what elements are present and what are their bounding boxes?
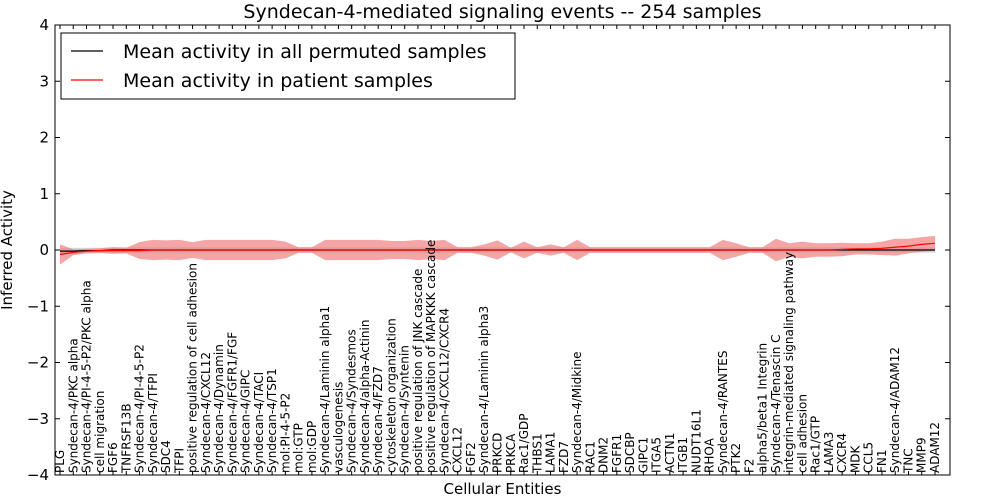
x-tick-label: LAMA1: [544, 432, 558, 473]
x-tick-label: Syndecan-4/Dynamin: [212, 344, 226, 473]
x-tick-label: Syndecan-4/TSP1: [265, 368, 279, 473]
x-tick-label: F2: [742, 458, 756, 473]
x-tick-label: CCL5: [862, 442, 876, 473]
x-tick-label: DNM2: [597, 437, 611, 473]
x-tick-label: Syndecan-4/PI-4-5-P2/PKC alpha: [80, 280, 94, 473]
x-tick-label: Syndecan-4/FZD7: [371, 366, 385, 473]
x-tick-label: FGF2: [464, 442, 478, 473]
x-tick-label: PRKCD: [491, 433, 505, 473]
x-tick-label: Syndecan-4/Laminin alpha1: [318, 306, 332, 473]
series-1-line: [59, 242, 936, 256]
y-tick-label: −3: [27, 410, 49, 428]
x-tick-label: Rac1/GTP: [809, 416, 823, 473]
x-tick-label: Syndecan-4/alpha-Actinin: [358, 320, 372, 473]
y-tick-label: −1: [27, 297, 49, 315]
x-tick-label: ITGA5: [650, 437, 664, 473]
x-tick-label: mol:PI-4-5-P2: [278, 393, 292, 473]
x-tick-label: RHOA: [703, 437, 717, 473]
y-tick-label: 4: [39, 16, 49, 34]
y-tick-label: −2: [27, 354, 49, 372]
x-tick-label: Syndecan-4/TFPI: [146, 373, 160, 473]
y-tick-label: 0: [39, 241, 49, 259]
x-tick-label: SDC4: [159, 440, 173, 473]
x-tick-label: MMP9: [915, 437, 929, 473]
legend-label-permuted: Mean activity in all permuted samples: [123, 41, 486, 63]
chart-title: Syndecan-4-mediated signaling events -- …: [243, 1, 761, 23]
x-axis-label: Cellular Entities: [444, 480, 562, 498]
x-tick-label: positive regulation of MAPKKK cascade: [424, 240, 438, 473]
x-tick-label: TNC: [902, 448, 916, 474]
x-tick-label: Rac1/GDP: [517, 414, 531, 473]
y-axis-ticks: −4 −3 −2 −1 0 1 2 3 4: [27, 16, 950, 484]
x-tick-label: mol:GDP: [305, 421, 319, 473]
x-tick-label: ITGB1: [676, 437, 690, 473]
x-tick-label: FGF6: [106, 442, 120, 473]
x-tick-label: THBS1: [530, 433, 544, 474]
x-tick-label: LAMA3: [822, 432, 836, 473]
y-tick-label: 3: [39, 72, 49, 90]
x-tick-label: CXCL12: [451, 427, 465, 473]
legend-label-patient: Mean activity in patient samples: [123, 70, 433, 92]
x-tick-label: SDCBP: [623, 432, 637, 473]
x-tick-label: Syndecan-4/ADAM12: [888, 347, 902, 473]
x-tick-label: PTK2: [729, 443, 743, 473]
x-tick-label: cytoskeleton organization: [384, 318, 398, 473]
x-tick-label: PLG: [53, 450, 67, 473]
y-tick-label: 1: [39, 185, 49, 203]
x-tick-label: cell adhesion: [795, 394, 809, 473]
x-tick-label: MDK: [849, 444, 863, 473]
x-tick-label: NUDT16L1: [689, 409, 703, 473]
x-tick-label: Syndecan-4/CXCL12/CXCR4: [438, 308, 452, 473]
x-tick-label: Syndecan-4/CXCL12: [199, 352, 213, 473]
y-axis-label: Inferred Activity: [0, 190, 16, 310]
x-tick-label: Syndecan-4/TACI: [252, 372, 266, 473]
x-tick-label: cell migration: [93, 391, 107, 473]
x-tick-label: Syndecan-4/Syndesmos: [345, 329, 359, 473]
x-tick-label: CXCR4: [835, 433, 849, 473]
x-tick-label: Syndecan-4/Tenascin C: [769, 334, 783, 473]
x-tick-label: Syndecan-4/Syntenin: [398, 345, 412, 473]
x-tick-label: positive regulation of cell adhesion: [186, 263, 200, 473]
y-tick-label: 2: [39, 129, 49, 147]
x-tick-label: TNFRSF13B: [119, 403, 133, 474]
x-tick-label: Syndecan-4/PI-4-5-P2: [133, 344, 147, 473]
x-tick-label: Syndecan-4/FGFR1/FGF: [225, 332, 239, 473]
x-tick-label: GIPC1: [636, 437, 650, 473]
x-tick-label: FZD7: [557, 441, 571, 473]
legend: Mean activity in all permuted samples Me…: [60, 32, 516, 100]
x-tick-label: TFPI: [172, 448, 186, 474]
x-tick-label: RAC1: [583, 441, 597, 473]
x-tick-label: mol:GTP: [292, 423, 306, 473]
x-tick-label: Syndecan-4/RANTES: [716, 351, 730, 473]
x-tick-label: PRKCA: [504, 433, 518, 473]
x-tick-label: FN1: [875, 450, 889, 474]
x-tick-label: Syndecan-4/GIPC: [239, 370, 253, 473]
x-tick-label: ADAM12: [928, 422, 942, 473]
x-tick-label: alpha5/beta1 Integrin: [756, 343, 770, 473]
x-tick-label: FGFR1: [610, 434, 624, 473]
series-lines: [59, 242, 936, 256]
legend-box: [60, 32, 516, 100]
x-tick-label: Syndecan-4/Midkine: [570, 351, 584, 472]
x-tick-label: Syndecan-4/PKC alpha: [66, 338, 80, 473]
x-tick-label: integrin-mediated signaling pathway: [782, 252, 796, 473]
x-tick-label: ACTN1: [663, 433, 677, 473]
x-tick-label: Syndecan-4/Laminin alpha3: [477, 306, 491, 473]
x-tick-label: vasculogenesis: [331, 382, 345, 473]
y-tick-label: −4: [27, 466, 49, 484]
x-tick-label: positive regulation of JNK cascade: [411, 269, 425, 473]
